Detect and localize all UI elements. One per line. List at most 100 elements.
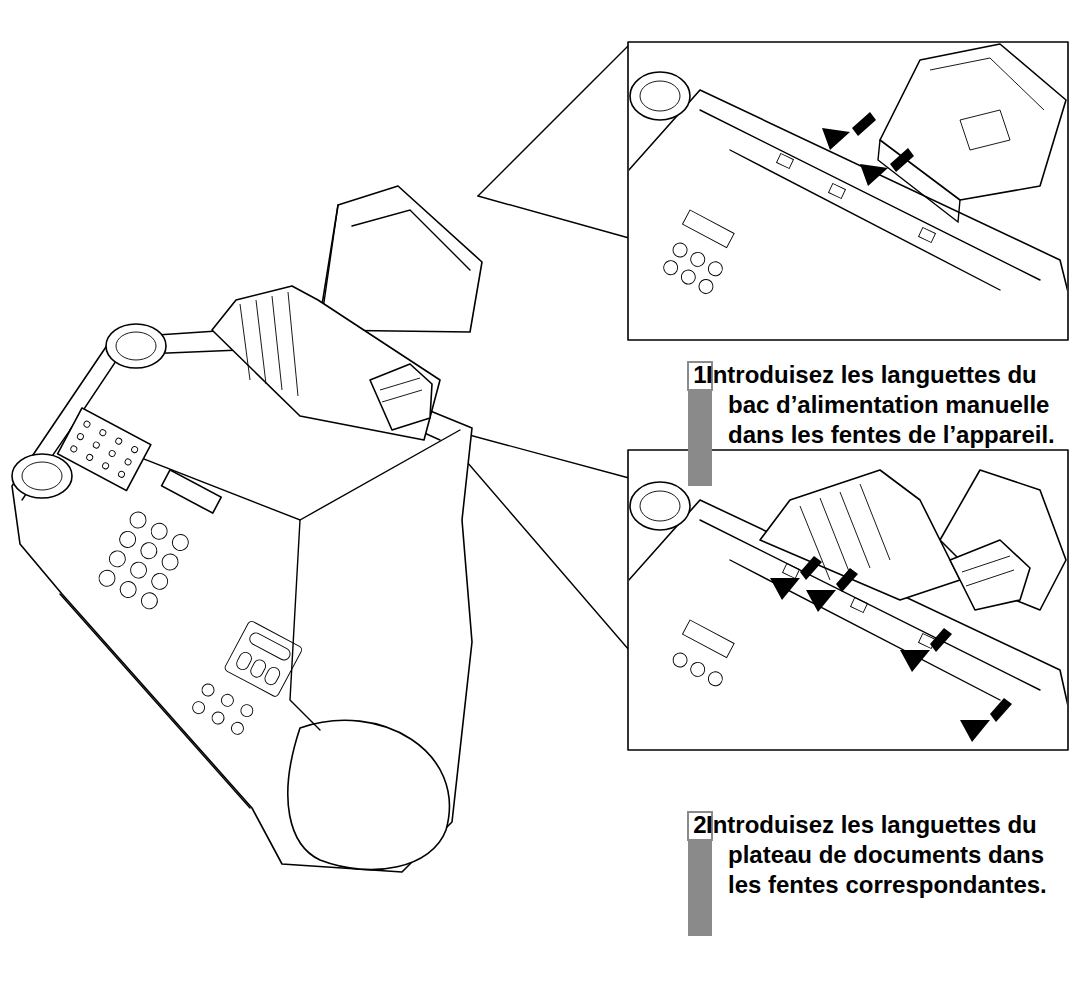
fax-machine (106, 324, 166, 368)
fax-machine (235, 650, 254, 672)
detail-inset (706, 669, 725, 688)
fax-machine (190, 682, 254, 737)
fax-machine (200, 682, 216, 698)
detail-inset (630, 482, 690, 530)
fax-machine (248, 631, 292, 662)
detail-inset (900, 628, 952, 672)
fax-machine (117, 579, 139, 601)
detail-inset (950, 540, 1030, 610)
fax-machine (148, 520, 170, 542)
detail-inset (706, 259, 725, 278)
fax-machine (107, 548, 129, 570)
fax-machine (115, 437, 123, 445)
fax-machine (224, 620, 303, 698)
fax-machine (138, 540, 160, 562)
fax-machine (352, 210, 470, 270)
fax-machine (86, 453, 94, 461)
fax-machine (102, 462, 110, 470)
detail-inset (659, 210, 741, 296)
detail-inset (629, 44, 1067, 339)
detail-inset (697, 277, 716, 296)
detail-inset (630, 72, 690, 120)
fax-machine (12, 186, 482, 872)
fax-machine (116, 332, 156, 360)
fax-machine (288, 720, 450, 869)
instruction-text: Introduisez les languettes du plateau de… (706, 810, 1068, 900)
fax-machine (290, 520, 320, 730)
detail-inset (940, 470, 1066, 610)
fax-machine (92, 441, 100, 449)
fax-machine (96, 509, 191, 611)
detail-inset (688, 660, 707, 679)
leader-line (478, 45, 629, 196)
detail-inset (783, 564, 800, 579)
fax-machine (190, 700, 206, 716)
fax-machine (212, 286, 440, 440)
detail-inset (878, 140, 960, 222)
fax-machine (96, 567, 118, 589)
fax-machine (12, 454, 72, 498)
detail-inset (806, 568, 858, 612)
fax-machine (162, 470, 222, 513)
detail-inset (671, 651, 690, 670)
fax-machine (219, 692, 235, 708)
fax-machine (139, 590, 161, 612)
detail-inset (962, 556, 1014, 586)
detail-inset (671, 241, 690, 260)
detail-inset (679, 268, 698, 287)
fax-machine (149, 571, 171, 593)
detail-inset (777, 154, 794, 169)
fax-machine (162, 470, 222, 513)
detail-inset (640, 81, 680, 111)
detail-inset (661, 258, 680, 277)
fax-machine (70, 445, 78, 453)
detail-inset (851, 598, 868, 613)
fax-machine (58, 408, 151, 491)
detail-inset (668, 620, 740, 688)
fax-machine (229, 720, 245, 736)
leader-line (478, 196, 629, 238)
fax-machine (127, 509, 149, 531)
fax-machine (117, 529, 139, 551)
detail-inset (760, 470, 960, 600)
fax-machine (318, 186, 482, 332)
fax-machine (117, 470, 125, 478)
fax-machine (99, 429, 107, 437)
detail-inset (640, 491, 680, 521)
fax-machine (128, 559, 150, 581)
fax-machine (224, 620, 303, 698)
detail-inset (620, 42, 1076, 340)
detail-inset (822, 112, 876, 150)
detail-inset (919, 228, 936, 243)
detail-inset (682, 620, 734, 658)
fax-machine (170, 532, 192, 554)
fax-machine (159, 551, 181, 573)
fax-machine (131, 446, 139, 454)
detail-inset (629, 470, 1067, 749)
detail-inset (688, 250, 707, 269)
detail-inset (682, 210, 734, 248)
fax-machine (249, 658, 268, 680)
fax-machine (370, 364, 432, 430)
fax-machine (124, 458, 132, 466)
fax-machine (380, 378, 422, 402)
detail-inset (930, 58, 1044, 150)
fax-machine (240, 292, 298, 396)
detail-inset (860, 148, 914, 186)
step-bar (688, 362, 712, 936)
fax-machine (60, 594, 250, 808)
detail-inset (620, 450, 1076, 760)
fax-machine (210, 710, 226, 726)
fax-machine (263, 665, 282, 687)
fax-machine (108, 449, 116, 457)
detail-inset (960, 698, 1012, 742)
instruction-text: Introduisez les languettes du bac d’alim… (706, 360, 1068, 450)
fax-machine (76, 433, 84, 441)
detail-inset (829, 184, 846, 199)
fax-machine (22, 462, 62, 490)
fax-machine (239, 703, 255, 719)
fax-machine (12, 330, 472, 872)
detail-inset (880, 44, 1066, 200)
fax-machine (58, 408, 151, 491)
